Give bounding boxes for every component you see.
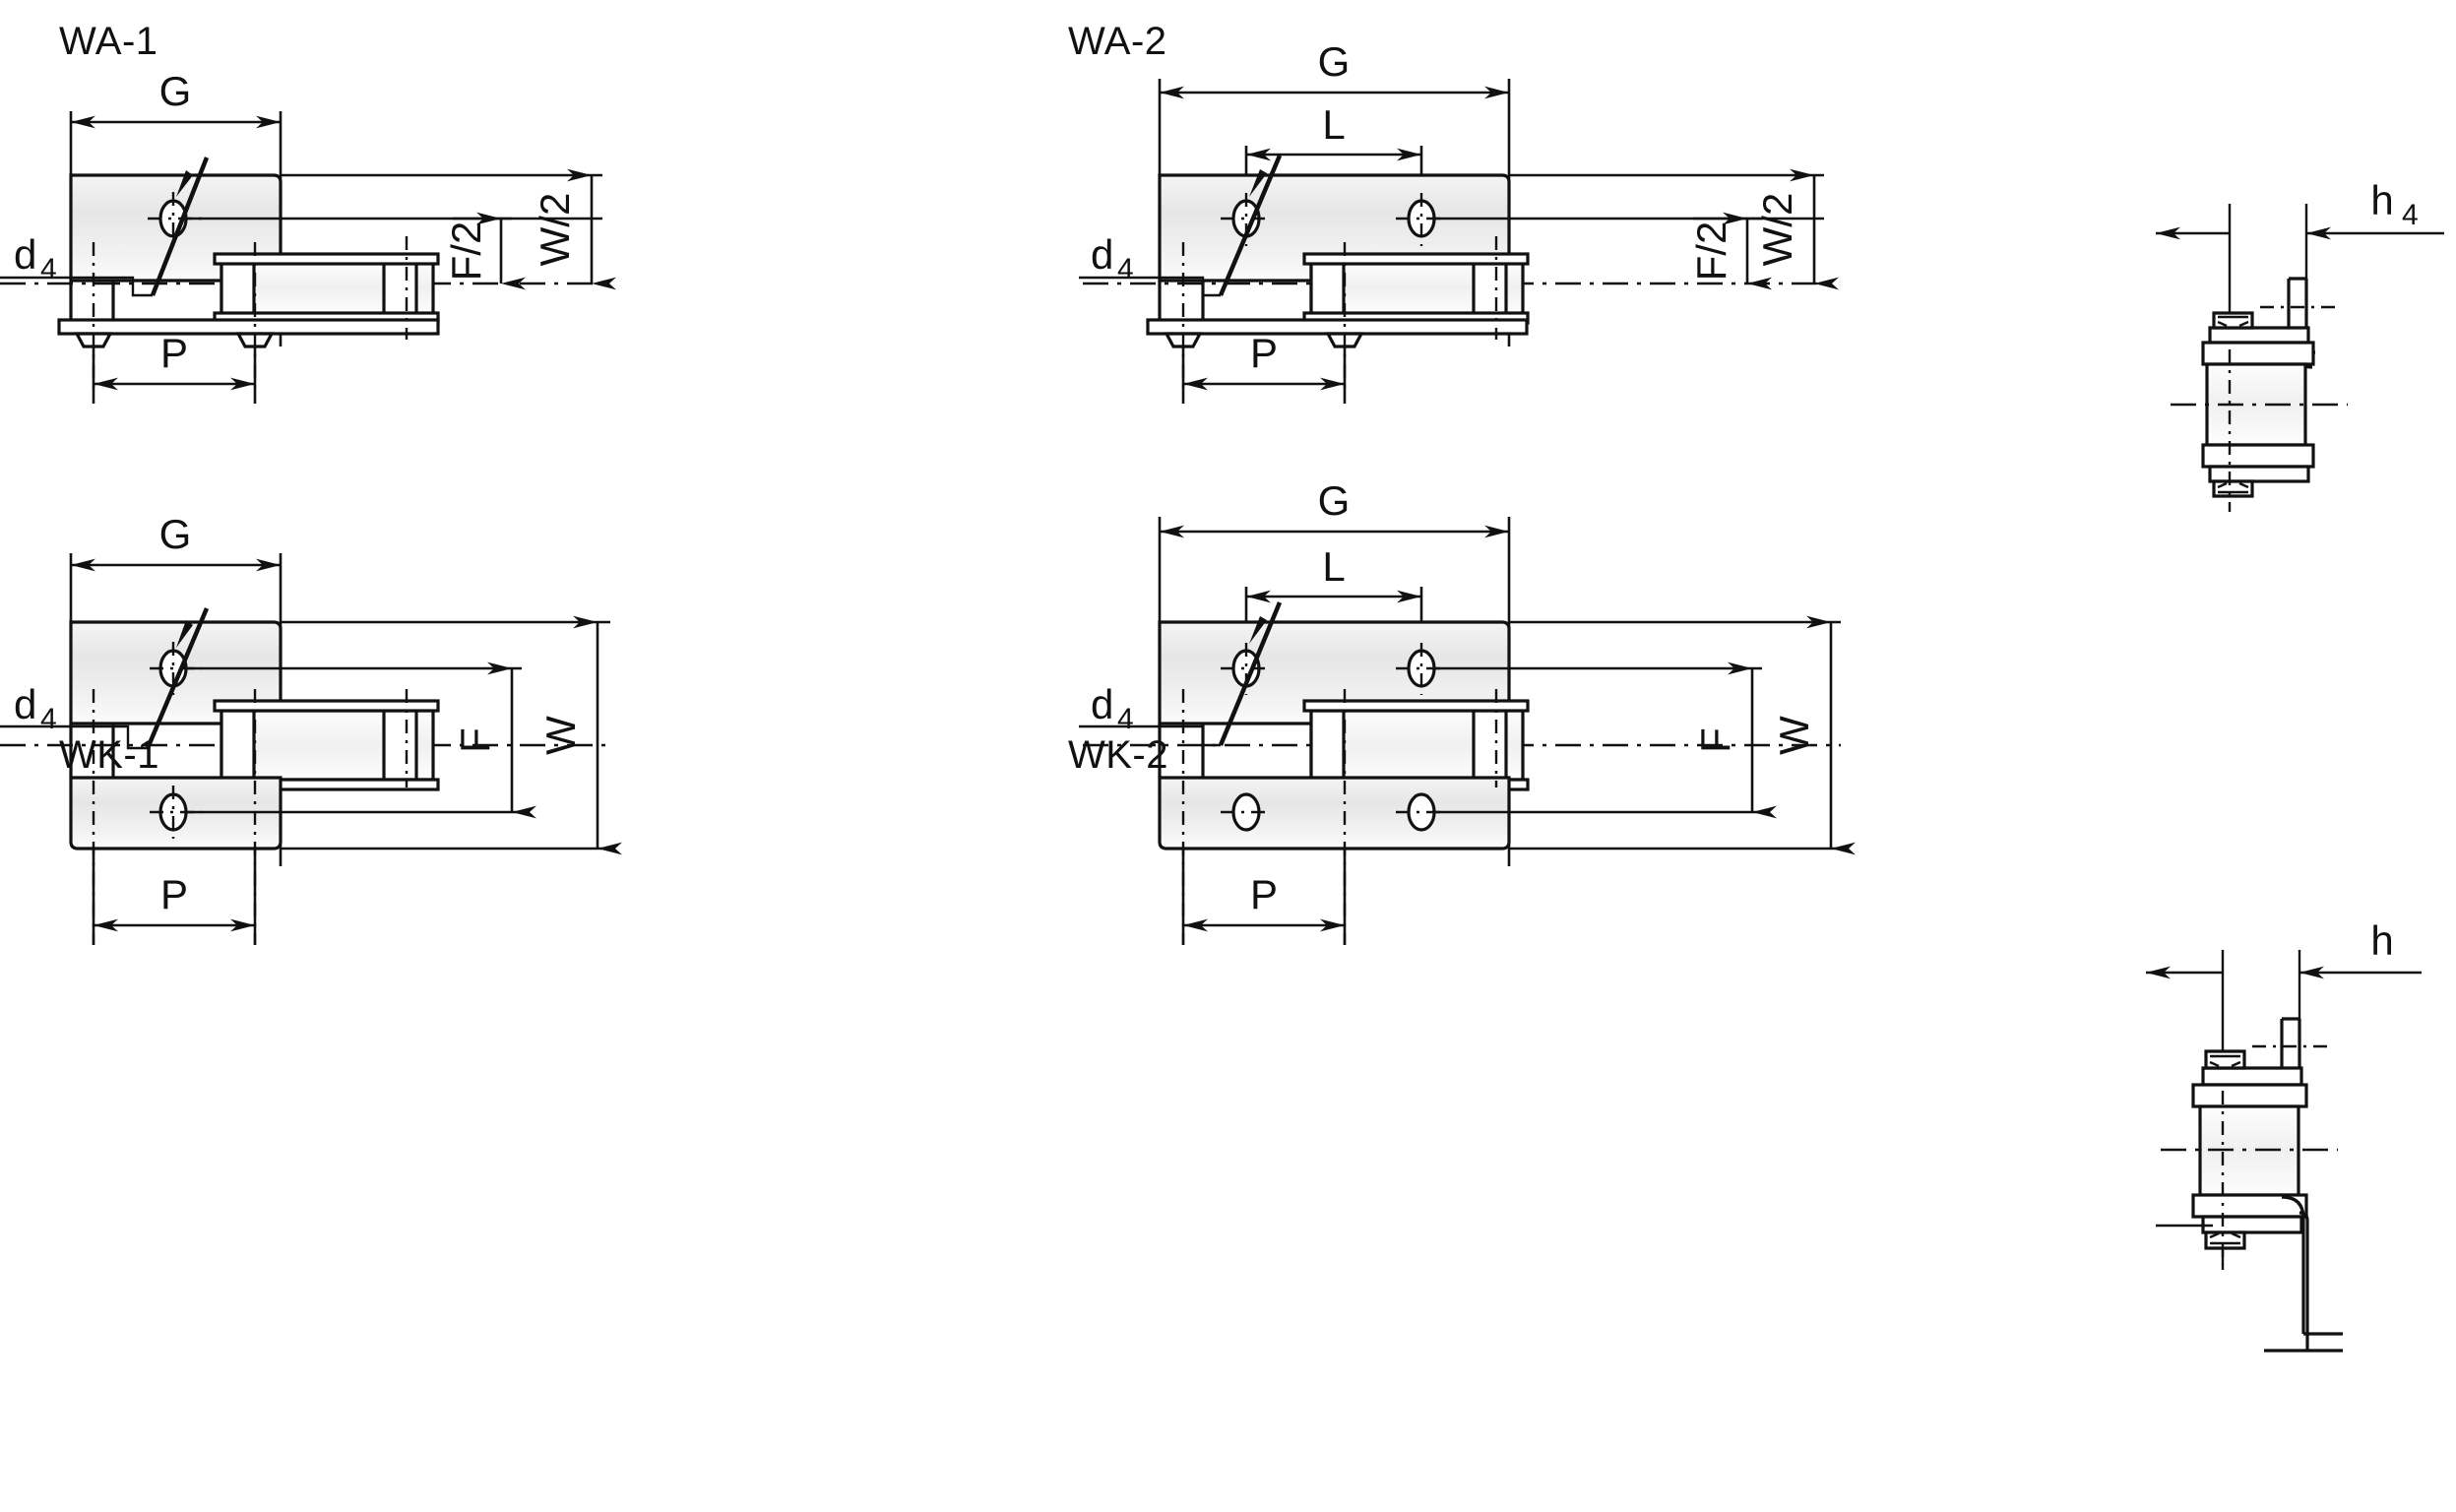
side-link-plate-bot-outer bbox=[2208, 465, 2310, 483]
side-pin-head-top-detail-wk bbox=[2209, 1054, 2241, 1068]
bushing-left-wk2 bbox=[1309, 709, 1346, 782]
dim-label-d4-wa2: d bbox=[1091, 231, 1113, 278]
view-wa-1: WA-1 G d 4 bbox=[0, 20, 616, 404]
dim-label-d4-sub-wk2: 4 bbox=[1117, 703, 1134, 735]
side-link-plate-bot-inner bbox=[2201, 443, 2315, 469]
side-pin-head-top-wk bbox=[2204, 1049, 2246, 1070]
side-pin-head-bot bbox=[2212, 479, 2254, 498]
dim-label-w2-wa2: W/2 bbox=[1754, 193, 1800, 267]
leader-d4-slant-wa2 bbox=[1218, 155, 1283, 296]
bent-tab-bot-outer-wk bbox=[2299, 1211, 2309, 1351]
view-wk-1: WK-1 G d 4 bbox=[0, 511, 622, 945]
dim-label-p: P bbox=[160, 330, 188, 376]
leader-d4-arrowhead-wk2 bbox=[1249, 616, 1267, 644]
view-wk-side: h bbox=[2146, 917, 2422, 1353]
dim-label-d4-sub-wk1: 4 bbox=[40, 703, 57, 735]
inner-plate-top bbox=[213, 252, 440, 266]
dim-label-l: L bbox=[1322, 101, 1345, 148]
side-plate-bot-outer-wk bbox=[2201, 1215, 2303, 1234]
side-link-plate-top-inner bbox=[2201, 341, 2315, 366]
inner-plate-top-wk1 bbox=[213, 699, 440, 713]
side-pin-head-top-detail bbox=[2217, 315, 2249, 328]
outer-link-plate-wa2 bbox=[1146, 318, 1529, 336]
dim-label-d4-sub-wa2: 4 bbox=[1117, 253, 1134, 285]
dim-label-h: h bbox=[2370, 917, 2393, 964]
bushing-right bbox=[382, 260, 418, 316]
dim-label-p-wk1: P bbox=[160, 871, 188, 917]
dim-label-f2: F/2 bbox=[443, 221, 489, 282]
view-wa-side: h 4 bbox=[2156, 177, 2444, 512]
dim-label-d4: d bbox=[14, 231, 36, 278]
dim-label-g-wk1: G bbox=[159, 511, 192, 557]
inner-plate-top-wk2 bbox=[1302, 699, 1530, 713]
view-title-wk1: WK-1 bbox=[59, 733, 159, 777]
view-title-wa1: WA-1 bbox=[59, 20, 158, 63]
outer-link-plate bbox=[57, 318, 440, 336]
view-title-wk2: WK-2 bbox=[1068, 733, 1168, 777]
dim-label-p-wk2: P bbox=[1250, 871, 1278, 917]
dim-label-g-wa2: G bbox=[1318, 38, 1351, 85]
side-pin-head-bot-detail bbox=[2217, 481, 2249, 494]
dim-label-f-wk2: F bbox=[1692, 727, 1738, 753]
dim-label-f-wk1: F bbox=[452, 727, 498, 753]
side-pin-head-bot-wk bbox=[2204, 1230, 2246, 1250]
view-title-wa2: WA-2 bbox=[1068, 20, 1167, 63]
dim-label-w-wk1: W bbox=[537, 716, 584, 755]
leader-d4-arrowhead-wk1 bbox=[176, 620, 193, 648]
dim-label-w2: W/2 bbox=[532, 193, 578, 267]
dim-label-d4-wk1: d bbox=[14, 681, 36, 727]
leader-d4-horizontal bbox=[0, 276, 153, 297]
view-wa-2: WA-2 G L d bbox=[1068, 20, 1839, 404]
bushing-right-wa2 bbox=[1472, 260, 1508, 316]
leader-d4-arrowhead-wa2 bbox=[1249, 169, 1267, 197]
bushing-left bbox=[220, 260, 256, 316]
dim-label-d4-sub: 4 bbox=[40, 253, 57, 285]
side-pin-head-top bbox=[2212, 311, 2254, 330]
leader-d4-arrowhead bbox=[176, 170, 193, 197]
bushing-left-wa2 bbox=[1309, 260, 1346, 316]
dim-label-f2-wa2: F/2 bbox=[1688, 221, 1734, 282]
dim-label-d4-wk2: d bbox=[1091, 681, 1113, 727]
leader-d4-slant-wk1 bbox=[145, 607, 210, 749]
side-link-plate-top-outer bbox=[2208, 326, 2310, 345]
dim-label-h4-sub: 4 bbox=[2402, 199, 2419, 231]
leader-d4-slant-wk2 bbox=[1218, 601, 1283, 746]
bushing-right-wk2 bbox=[1472, 709, 1508, 782]
side-plate-top-inner-wk bbox=[2191, 1083, 2308, 1108]
bushing-left-wk1 bbox=[220, 709, 256, 782]
view-wk-2: WK-2 G L d 4 bbox=[1068, 477, 1856, 945]
side-plate-top-outer-wk bbox=[2201, 1066, 2303, 1087]
dim-label-g: G bbox=[159, 68, 192, 114]
dim-label-h4: h bbox=[2370, 177, 2393, 223]
inner-plate-top-wa2 bbox=[1302, 252, 1530, 266]
bent-tab-bot-inner-wk bbox=[2281, 1195, 2305, 1334]
dim-label-w-wk2: W bbox=[1771, 716, 1817, 755]
side-pin-head-bot-detail-wk bbox=[2209, 1231, 2241, 1245]
bushing-right-wk1 bbox=[382, 709, 418, 782]
dim-label-p-wa2: P bbox=[1250, 330, 1278, 376]
leader-d4-horizontal-wk1 bbox=[0, 724, 148, 750]
dim-label-l-wk2: L bbox=[1322, 543, 1345, 590]
dim-label-g-wk2: G bbox=[1318, 477, 1351, 524]
leader-d4-slant bbox=[150, 157, 210, 296]
